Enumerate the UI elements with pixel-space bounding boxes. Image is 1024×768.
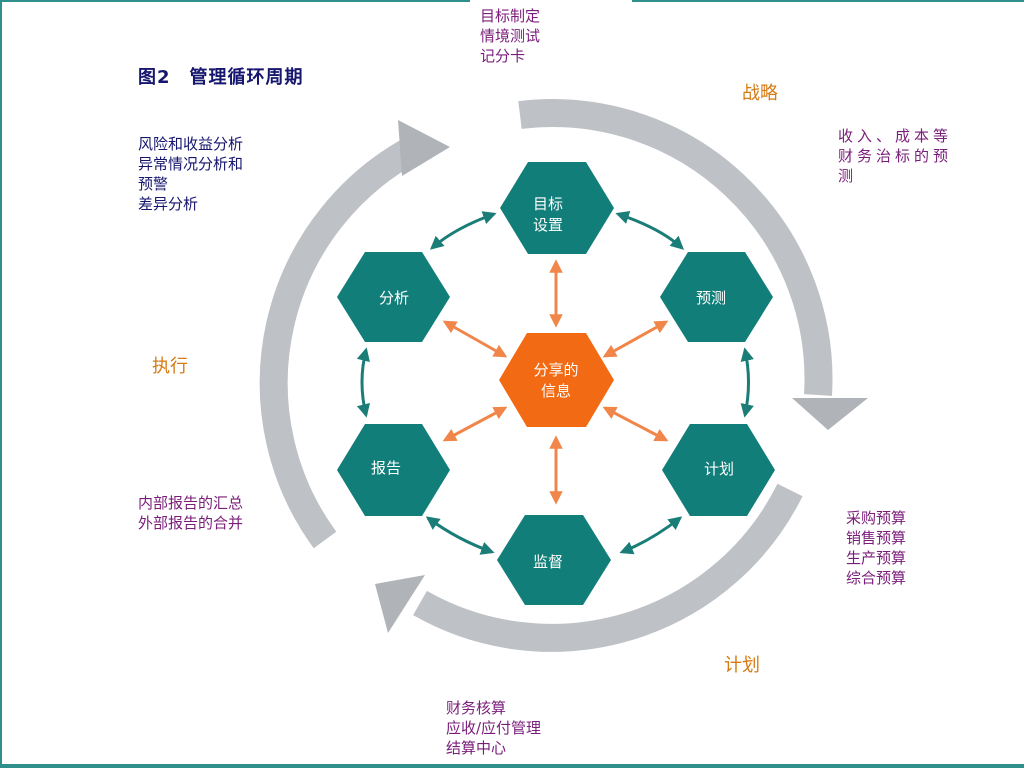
phase-execute: 执行 (152, 356, 188, 377)
node-goal-line2: 设置 (533, 216, 563, 234)
arrow-goal-forecast (615, 211, 684, 250)
node-center-line2: 信息 (541, 382, 571, 400)
note-bottom: 财务核算 应收/应付管理 结算中心 (446, 699, 542, 757)
node-report: 报告 (337, 424, 450, 516)
arrow-plan-monitor (619, 516, 683, 555)
ring-arrows (356, 211, 754, 555)
node-monitor-label: 监督 (533, 553, 563, 571)
node-analysis: 分析 (337, 252, 450, 342)
frame-left-border (0, 0, 2, 768)
center-spokes (442, 259, 669, 505)
frame-bottom-border (0, 764, 1024, 768)
spoke-report (442, 406, 508, 442)
note-top-right: 收入、成本等 财务治标的预 测 (838, 127, 953, 185)
spoke-analysis (442, 320, 508, 358)
cycle-arrow-bottom (375, 483, 803, 652)
cycle-arrow-right (518, 99, 868, 430)
arrow-forecast-plan (740, 347, 754, 418)
node-report-label: 报告 (371, 459, 401, 477)
spoke-forecast (602, 320, 669, 358)
node-monitor: 监督 (497, 515, 611, 605)
phase-strategy: 战略 (742, 83, 778, 104)
spoke-plan (602, 406, 669, 442)
arrow-monitor-report (425, 516, 495, 555)
note-bottom-left: 内部报告的汇总 外部报告的合并 (138, 494, 244, 532)
note-top-left: 风险和收益分析 异常情况分析和 预警 差异分析 (138, 135, 244, 213)
frame-top-border-right (632, 0, 1024, 2)
figure-title: 图2 管理循环周期 (138, 67, 304, 88)
node-center: 分享的 信息 (499, 333, 614, 427)
node-goal-line1: 目标 (533, 195, 563, 213)
frame-top-border-left (0, 0, 470, 2)
node-forecast-label: 预测 (696, 289, 726, 307)
node-analysis-label: 分析 (379, 289, 409, 307)
node-forecast: 预测 (660, 252, 773, 342)
node-goal: 目标 设置 (500, 162, 614, 254)
node-center-line1: 分享的 (533, 361, 578, 379)
arrow-goal-analysis (429, 211, 497, 250)
note-bottom-right: 采购预算 销售预算 生产预算 综合预算 (846, 509, 907, 587)
cycle-arrow-left (259, 120, 450, 549)
note-top: 目标制定 情境测试 记分卡 (480, 7, 541, 65)
arrow-report-analysis (356, 347, 371, 418)
node-plan: 计划 (662, 424, 775, 516)
phase-plan: 计划 (724, 655, 760, 676)
node-plan-label: 计划 (704, 460, 734, 478)
